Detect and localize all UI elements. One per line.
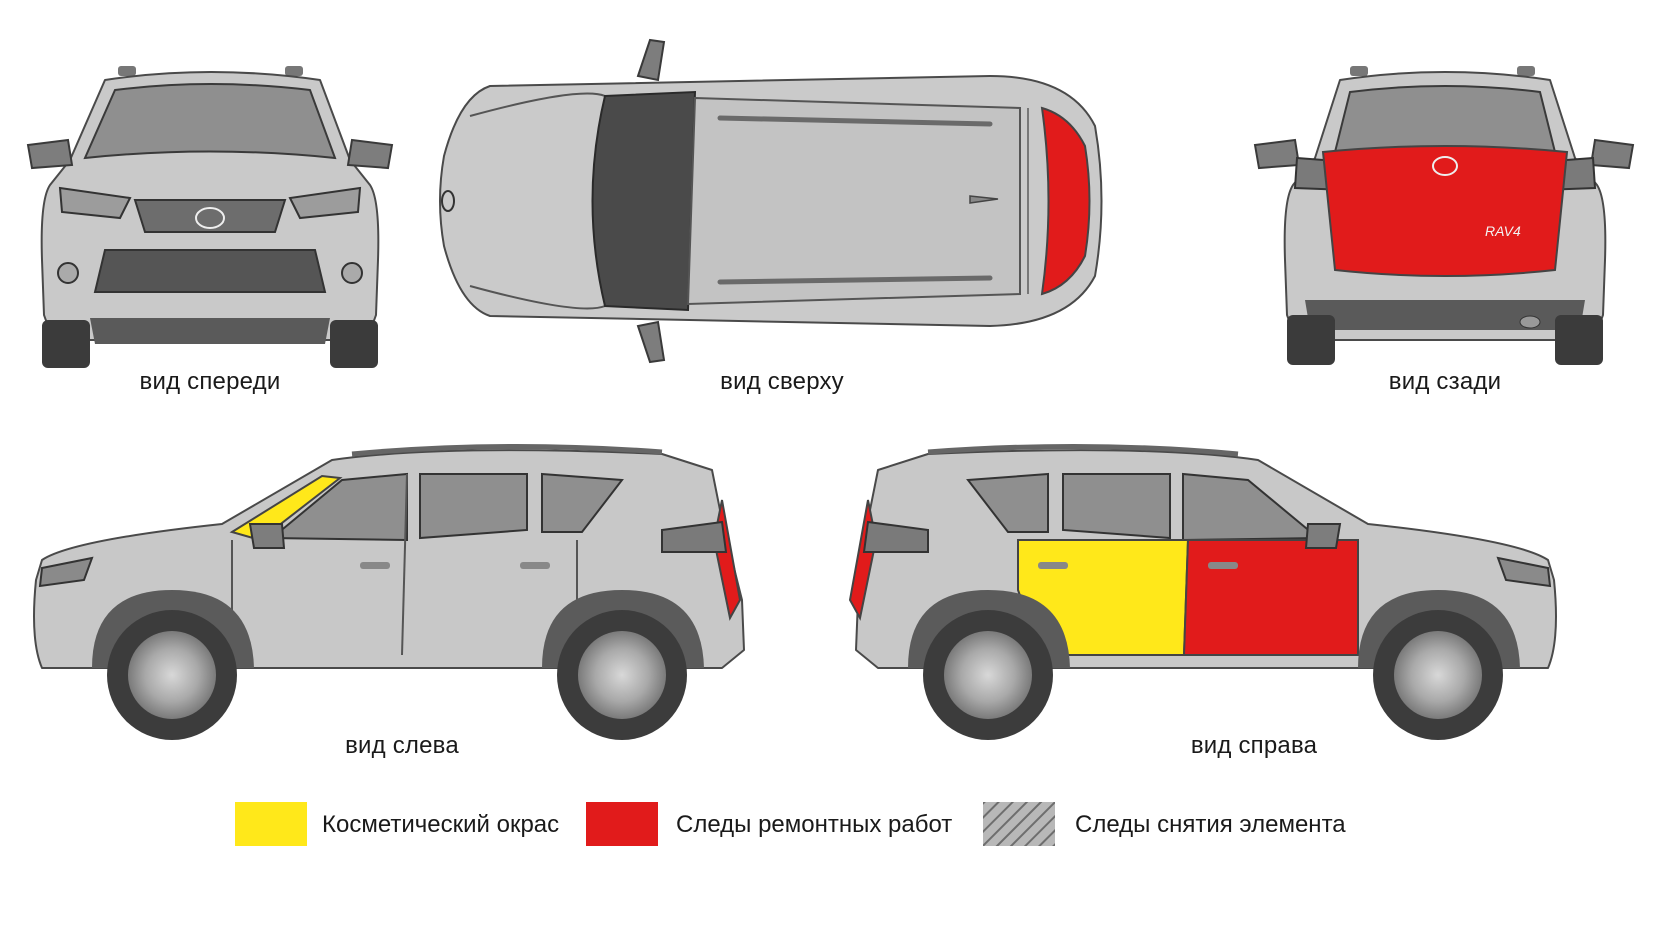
left-front-handle	[360, 562, 390, 569]
right-roof-rail	[927, 443, 1239, 457]
rear-tire-right	[1555, 315, 1603, 365]
right-rear-handle	[1038, 562, 1068, 569]
left-roof-rail	[351, 443, 663, 457]
right-view-drawing	[848, 443, 1557, 740]
right-side-mirror	[1304, 523, 1342, 549]
rear-rail-left	[1350, 66, 1368, 76]
left-rear-handle	[520, 562, 550, 569]
top-tailgate-marked	[1040, 106, 1091, 296]
right-rear-rim	[944, 631, 1032, 719]
left-rear-rim	[578, 631, 666, 719]
right-front-handle	[1208, 562, 1238, 569]
right-quarter-window	[966, 472, 1049, 533]
top-rail-right	[717, 275, 993, 285]
right-rear-window	[1062, 473, 1171, 540]
front-lower-bumper	[90, 318, 330, 344]
right-headlight	[288, 186, 362, 220]
roof-rail-left	[118, 66, 136, 76]
rear-mirror-right	[1589, 138, 1635, 170]
left-quarter-window	[541, 472, 624, 533]
exhaust-pipe	[1519, 315, 1541, 329]
right-front-door-marked	[1182, 539, 1359, 656]
left-view-drawing	[33, 443, 745, 740]
top-view-drawing	[439, 38, 1103, 364]
front-view-drawing	[26, 66, 394, 368]
front-grille	[133, 199, 287, 233]
front-tire-left	[42, 320, 90, 368]
left-front-rim	[128, 631, 216, 719]
lower-grille	[93, 249, 327, 293]
left-headlight	[58, 186, 132, 220]
rear-tire-left	[1287, 315, 1335, 365]
legend-swatch-repair	[586, 802, 658, 846]
legend-swatch-cosmetic	[235, 802, 307, 846]
top-logo	[441, 190, 455, 212]
right-headlight	[1496, 556, 1552, 588]
rear-view-drawing: RAV4	[1253, 66, 1635, 365]
right-mirror	[346, 138, 394, 170]
left-headlight	[38, 556, 94, 588]
fog-light-right	[341, 262, 363, 284]
left-rear-window	[419, 473, 528, 540]
top-view: вид сверху	[430, 36, 1120, 395]
rear-logo	[1432, 156, 1458, 176]
legend-label-repair: Следы ремонтных работ	[676, 811, 953, 838]
right-view: вид справа	[848, 440, 1648, 770]
legend-swatch-removal	[983, 802, 1055, 846]
fog-light-left	[57, 262, 79, 284]
top-mirror-right	[636, 320, 666, 364]
rear-view-caption: вид сзади	[1388, 368, 1502, 395]
rear-window	[1333, 85, 1557, 154]
front-view-caption: вид спереди	[139, 368, 281, 395]
rear-view: RAV4 вид сзади	[1253, 60, 1635, 395]
left-mirror	[26, 138, 74, 170]
front-windshield	[83, 83, 337, 160]
legend-label-removal: Следы снятия элемента	[1075, 811, 1346, 838]
top-view-caption: вид сверху	[720, 368, 844, 395]
right-front-rim	[1394, 631, 1482, 719]
right-view-caption: вид справа	[1190, 732, 1318, 759]
roof-rail-right	[285, 66, 303, 76]
rear-rail-right	[1517, 66, 1535, 76]
toyota-logo	[195, 207, 225, 229]
rear-tailgate-marked	[1321, 145, 1569, 277]
top-mirror-left	[636, 38, 666, 82]
left-side-mirror	[248, 523, 286, 549]
legend-label-cosmetic: Косметический окрас	[322, 811, 560, 838]
left-taillight	[661, 520, 728, 553]
top-rail-left	[717, 115, 993, 127]
top-windshield	[591, 90, 697, 312]
right-taillight	[862, 520, 929, 553]
front-tire-right	[330, 320, 378, 368]
rear-bumper	[1305, 300, 1585, 330]
left-view-caption: вид слева	[345, 732, 459, 759]
left-view: вид слева	[22, 440, 762, 770]
top-antenna	[969, 195, 999, 204]
rear-mirror-left	[1253, 138, 1301, 170]
front-view: вид спереди	[20, 60, 400, 395]
rear-badge: RAV4	[1485, 223, 1521, 239]
top-roof	[686, 96, 1021, 306]
